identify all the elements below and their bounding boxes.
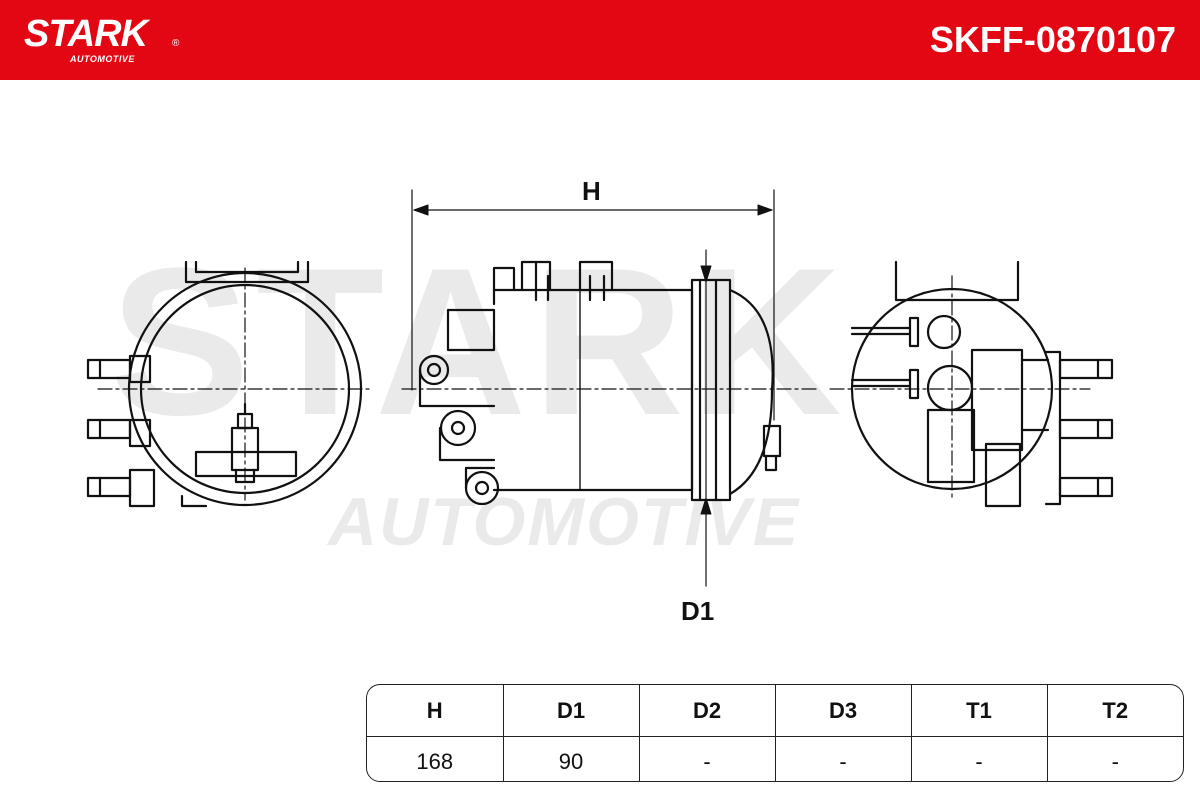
- spec-value-d1: 90: [503, 736, 640, 781]
- spec-value-d2: -: [639, 736, 776, 781]
- watermark-main: STARK: [110, 224, 848, 459]
- spec-value-row: 168 90 - - - -: [367, 736, 1183, 781]
- spec-grid: H D1 D2 D3 T1 T2 168 90 - - - -: [367, 685, 1183, 781]
- logo-subtitle: AUTOMOTIVE: [70, 54, 135, 64]
- spec-value-h: 168: [367, 736, 504, 781]
- right-end-view: [829, 260, 1114, 508]
- dimension-label-h: H: [582, 176, 601, 206]
- logo-wordmark: STARK: [24, 13, 148, 55]
- spec-value-t2: -: [1111, 748, 1119, 774]
- spec-header-d3: D3: [775, 685, 912, 737]
- spec-header-d2: D2: [639, 685, 776, 737]
- middle-side-view: [401, 189, 821, 587]
- spec-header-row: H D1 D2 D3 T1 T2: [367, 685, 1183, 737]
- watermark-sub: AUTOMOTIVE: [328, 484, 801, 560]
- left-end-view: [86, 260, 373, 508]
- logo-registered-mark: ®: [172, 38, 180, 49]
- spec-header-t1: T1: [911, 685, 1048, 737]
- spec-value-t1: -: [911, 736, 1048, 781]
- spec-header-h: H: [367, 685, 504, 737]
- spec-header-d1: D1: [503, 685, 640, 737]
- spec-header-t2: T2: [1047, 685, 1183, 737]
- part-number: SKFF-0870107: [929, 19, 1176, 60]
- technical-drawing: [86, 189, 1114, 587]
- spec-value-d3: -: [775, 736, 912, 781]
- dimension-label-d1: D1: [681, 596, 715, 626]
- specification-table: H D1 D2 D3 T1 T2 168 90 - - - -: [366, 684, 1184, 782]
- stark-logo: STARK ® AUTOMOTIVE: [24, 14, 194, 70]
- header-bar: STARK ® AUTOMOTIVE SKFF-0870107: [0, 0, 1200, 80]
